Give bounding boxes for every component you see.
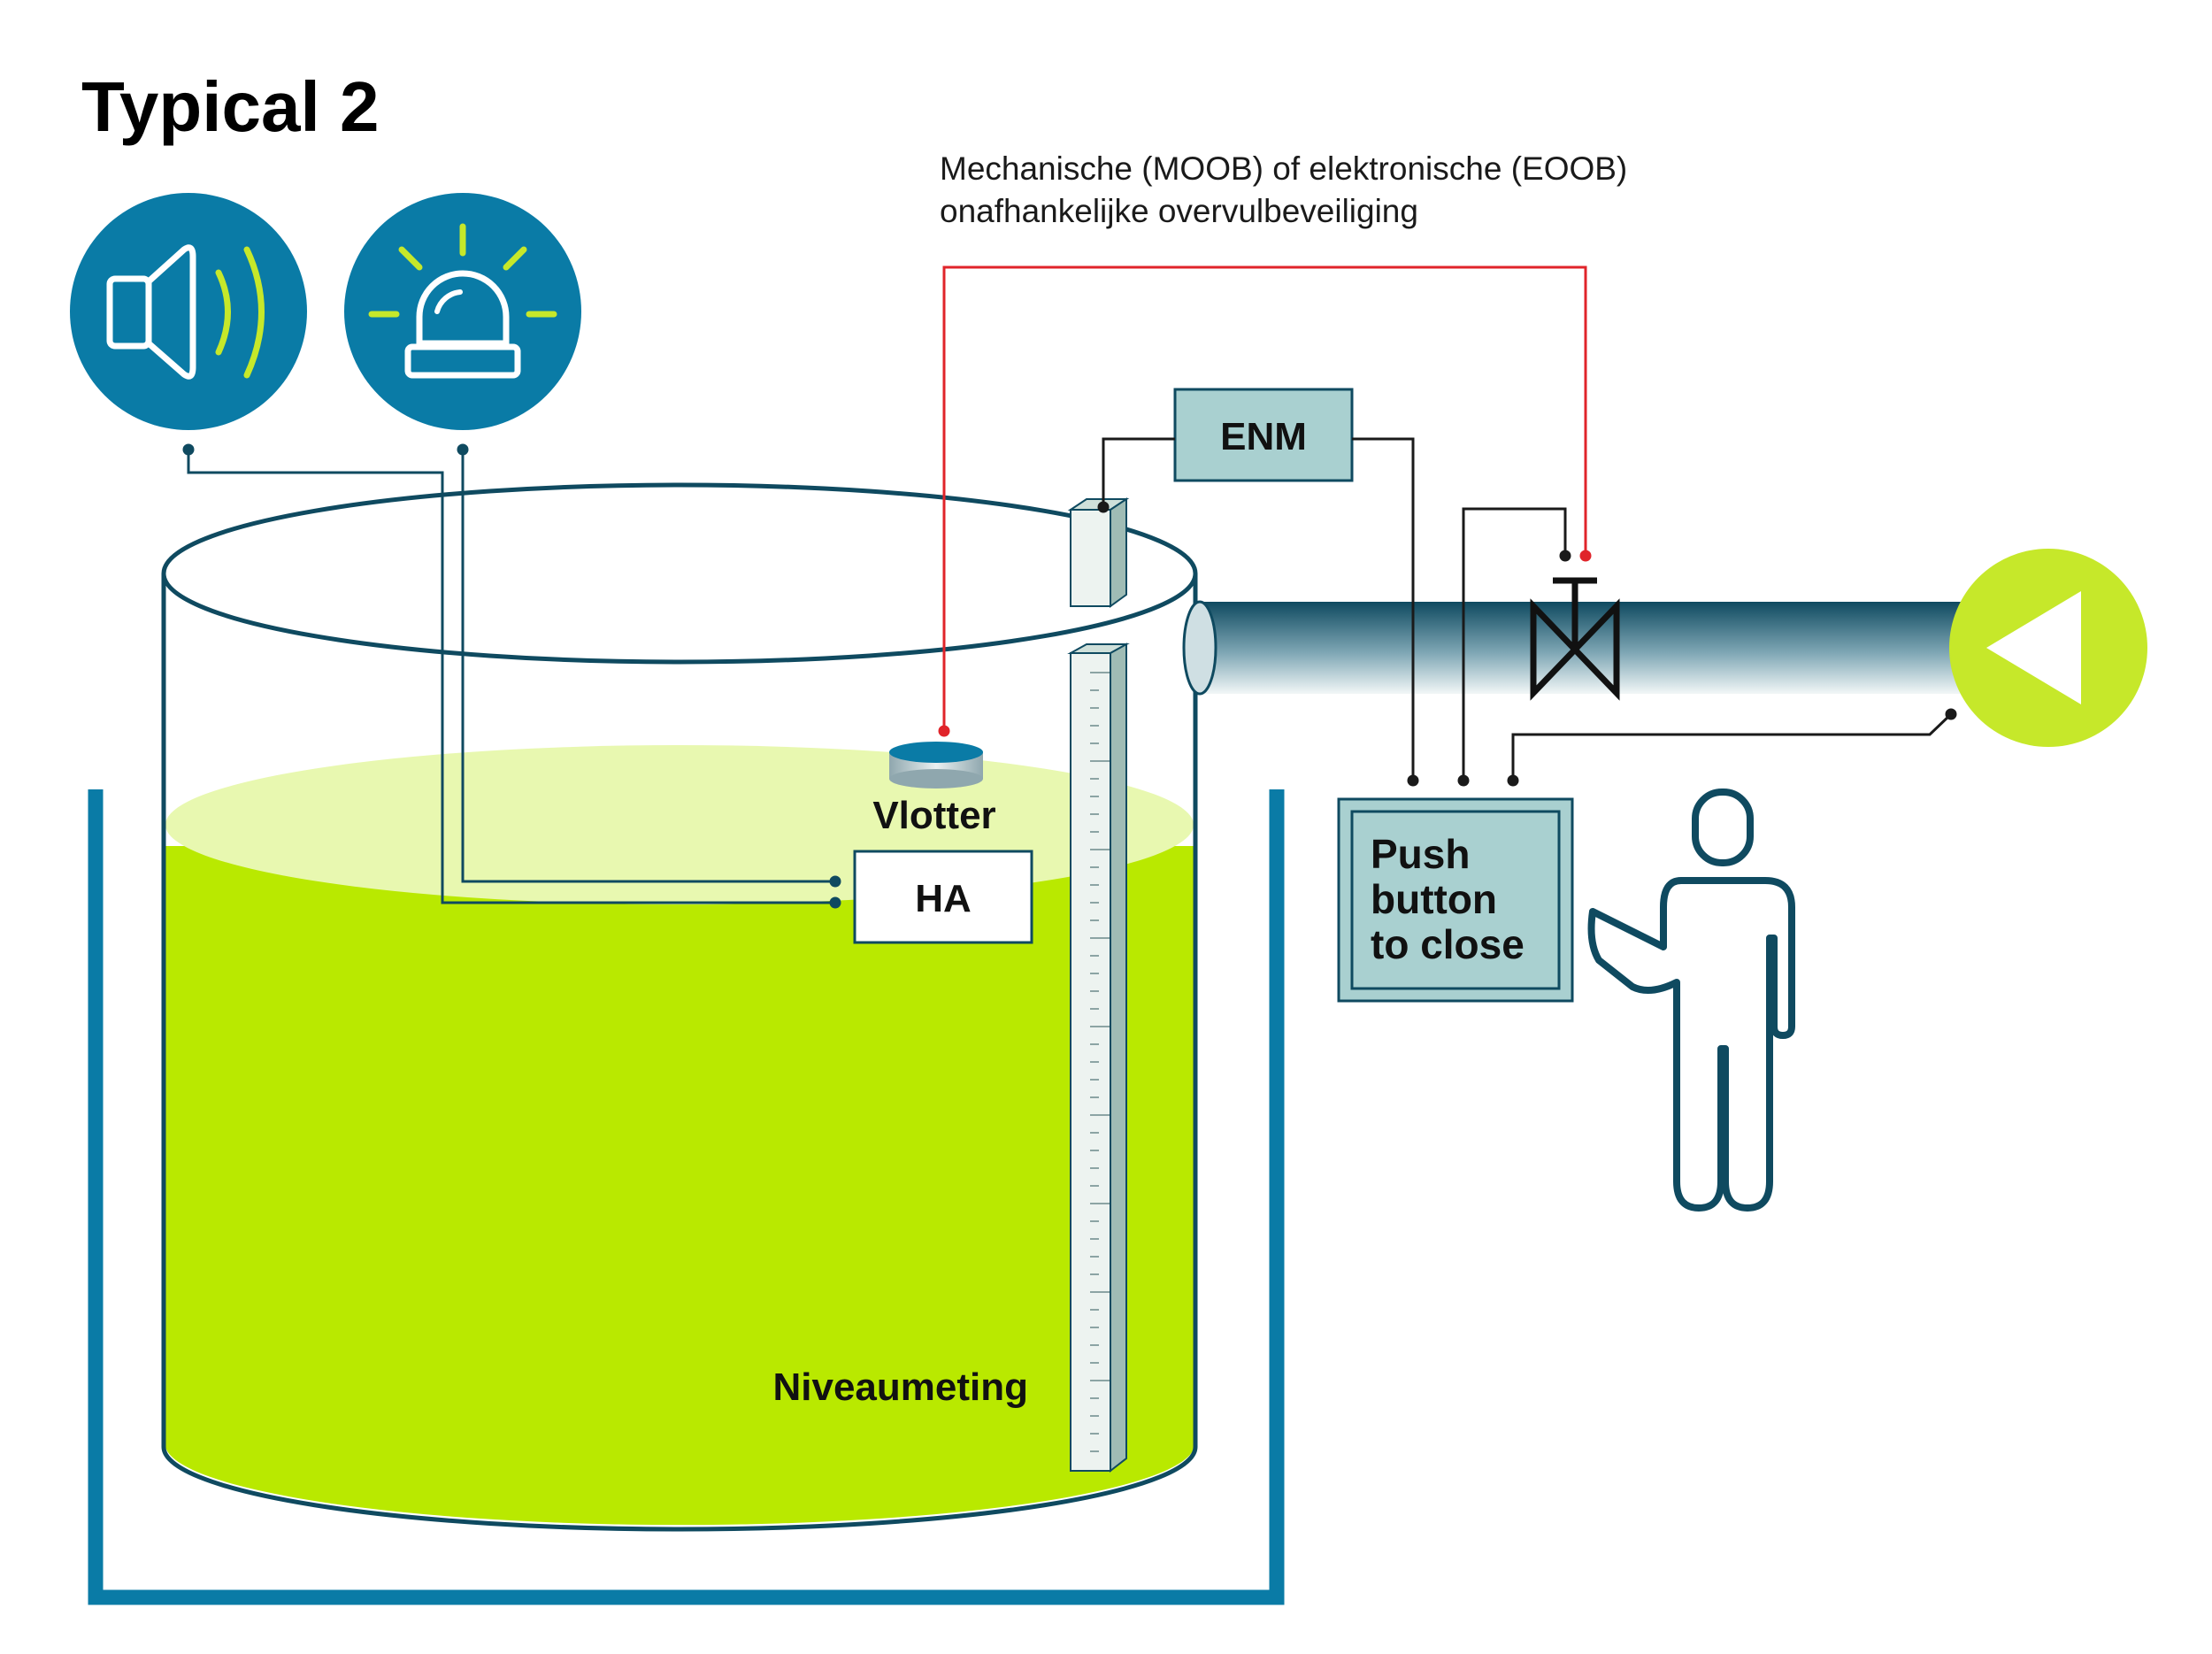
note-line-1: Mechanische (MOOB) of elektronische (EOO… [940, 150, 1627, 187]
level-gauge [1067, 642, 1130, 1473]
ha-label: HA [915, 877, 972, 920]
alarm-wiring [182, 443, 841, 909]
push-button-panel [1337, 797, 1574, 1003]
inlet-pipe [1182, 600, 2089, 696]
push-button-line-3: to close [1371, 921, 1525, 967]
note-line-2: onafhankelijke overvulbeveiliging [940, 193, 1418, 229]
control-wiring [1097, 437, 1957, 787]
tank-top-rim [161, 482, 1198, 665]
tank-wall [161, 573, 1198, 1532]
niveaumeting-label: Niveaumeting [772, 1366, 1028, 1409]
float-icon [889, 742, 983, 789]
enm-label: ENM [1220, 415, 1307, 458]
ha-box [853, 850, 1033, 944]
enm-box [1173, 388, 1354, 482]
diagram-title: Typical 2 [81, 67, 379, 146]
push-button-inner-frame [1350, 810, 1561, 990]
person-icon [1587, 789, 1795, 1212]
enm-sensor [1067, 497, 1130, 608]
overfill-signal-line [938, 265, 1592, 737]
push-button-line-1: Push [1371, 831, 1470, 877]
vlotter-label: Vlotter [872, 794, 995, 837]
valve-icon [1530, 577, 1620, 701]
speaker-icon [70, 193, 307, 430]
containment-bund [88, 789, 1285, 1605]
pump-arrow-icon [1949, 549, 2147, 747]
push-button-line-2: button [1371, 876, 1497, 922]
tank-liquid [165, 846, 1194, 1526]
beacon-icon [344, 193, 581, 430]
